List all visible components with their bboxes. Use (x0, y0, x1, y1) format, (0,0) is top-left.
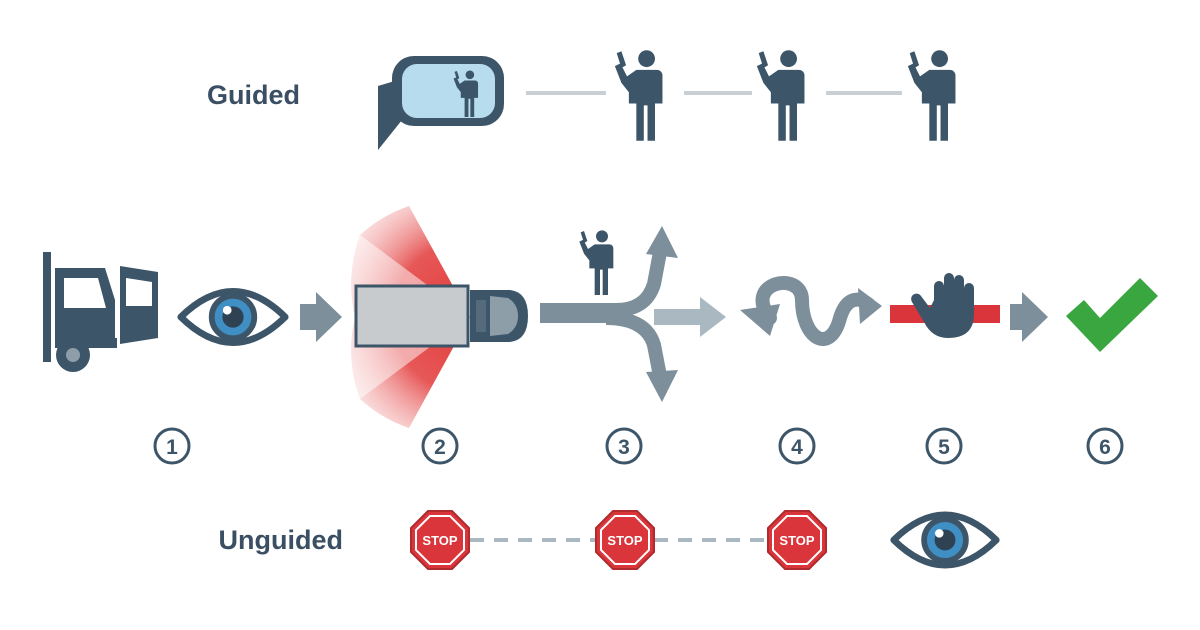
winding-path-icon (740, 276, 882, 346)
step-4-number: 4 (778, 427, 816, 465)
eye-icon (894, 515, 997, 565)
unguided-row: Unguided STOP STOP STOP (219, 510, 997, 570)
step-number-label: 3 (618, 436, 630, 459)
stop-sign-icon: STOP (410, 510, 470, 570)
side-mirror-icon (378, 56, 504, 150)
eye-icon (181, 291, 285, 342)
guided-row: Guided (207, 50, 956, 150)
step-numbers: 1 2 3 4 5 6 (153, 427, 1124, 465)
step-2-group (351, 206, 528, 428)
arrow-right-icon (1010, 292, 1048, 342)
step-4-group (740, 276, 882, 346)
truck-door-open-icon (43, 252, 158, 372)
signaler-person-icon (907, 50, 956, 141)
step-5-number: 5 (925, 427, 963, 465)
step-number-label: 6 (1099, 436, 1111, 459)
step-number-label: 4 (791, 436, 803, 459)
checkmark-icon (1066, 278, 1158, 352)
step-2-number: 2 (421, 427, 459, 465)
step-number-label: 1 (166, 436, 178, 459)
step-1-number: 1 (153, 427, 191, 465)
branching-path-icon (540, 226, 726, 402)
signaler-person-icon (756, 50, 805, 141)
stop-sign-label: STOP (607, 533, 642, 548)
unguided-label: Unguided (219, 525, 343, 555)
signaler-person-icon (614, 50, 663, 141)
step-6-group (1066, 278, 1158, 352)
guided-label: Guided (207, 80, 300, 110)
step-3-group (540, 226, 726, 402)
step-1-group (43, 252, 342, 372)
signaler-person-icon (579, 230, 614, 295)
stop-sign-label: STOP (779, 533, 814, 548)
step-5-group (890, 273, 1048, 342)
truck-sensor-zone-icon (351, 206, 528, 428)
step-3-number: 3 (605, 427, 643, 465)
step-number-label: 5 (938, 436, 950, 459)
step-6-number: 6 (1086, 427, 1124, 465)
step-number-label: 2 (434, 436, 446, 459)
stop-sign-label: STOP (422, 533, 457, 548)
stop-sign-icon: STOP (595, 510, 655, 570)
arrow-right-icon (300, 292, 342, 342)
halt-hand-barrier-icon (890, 273, 1000, 338)
stop-sign-icon: STOP (767, 510, 827, 570)
